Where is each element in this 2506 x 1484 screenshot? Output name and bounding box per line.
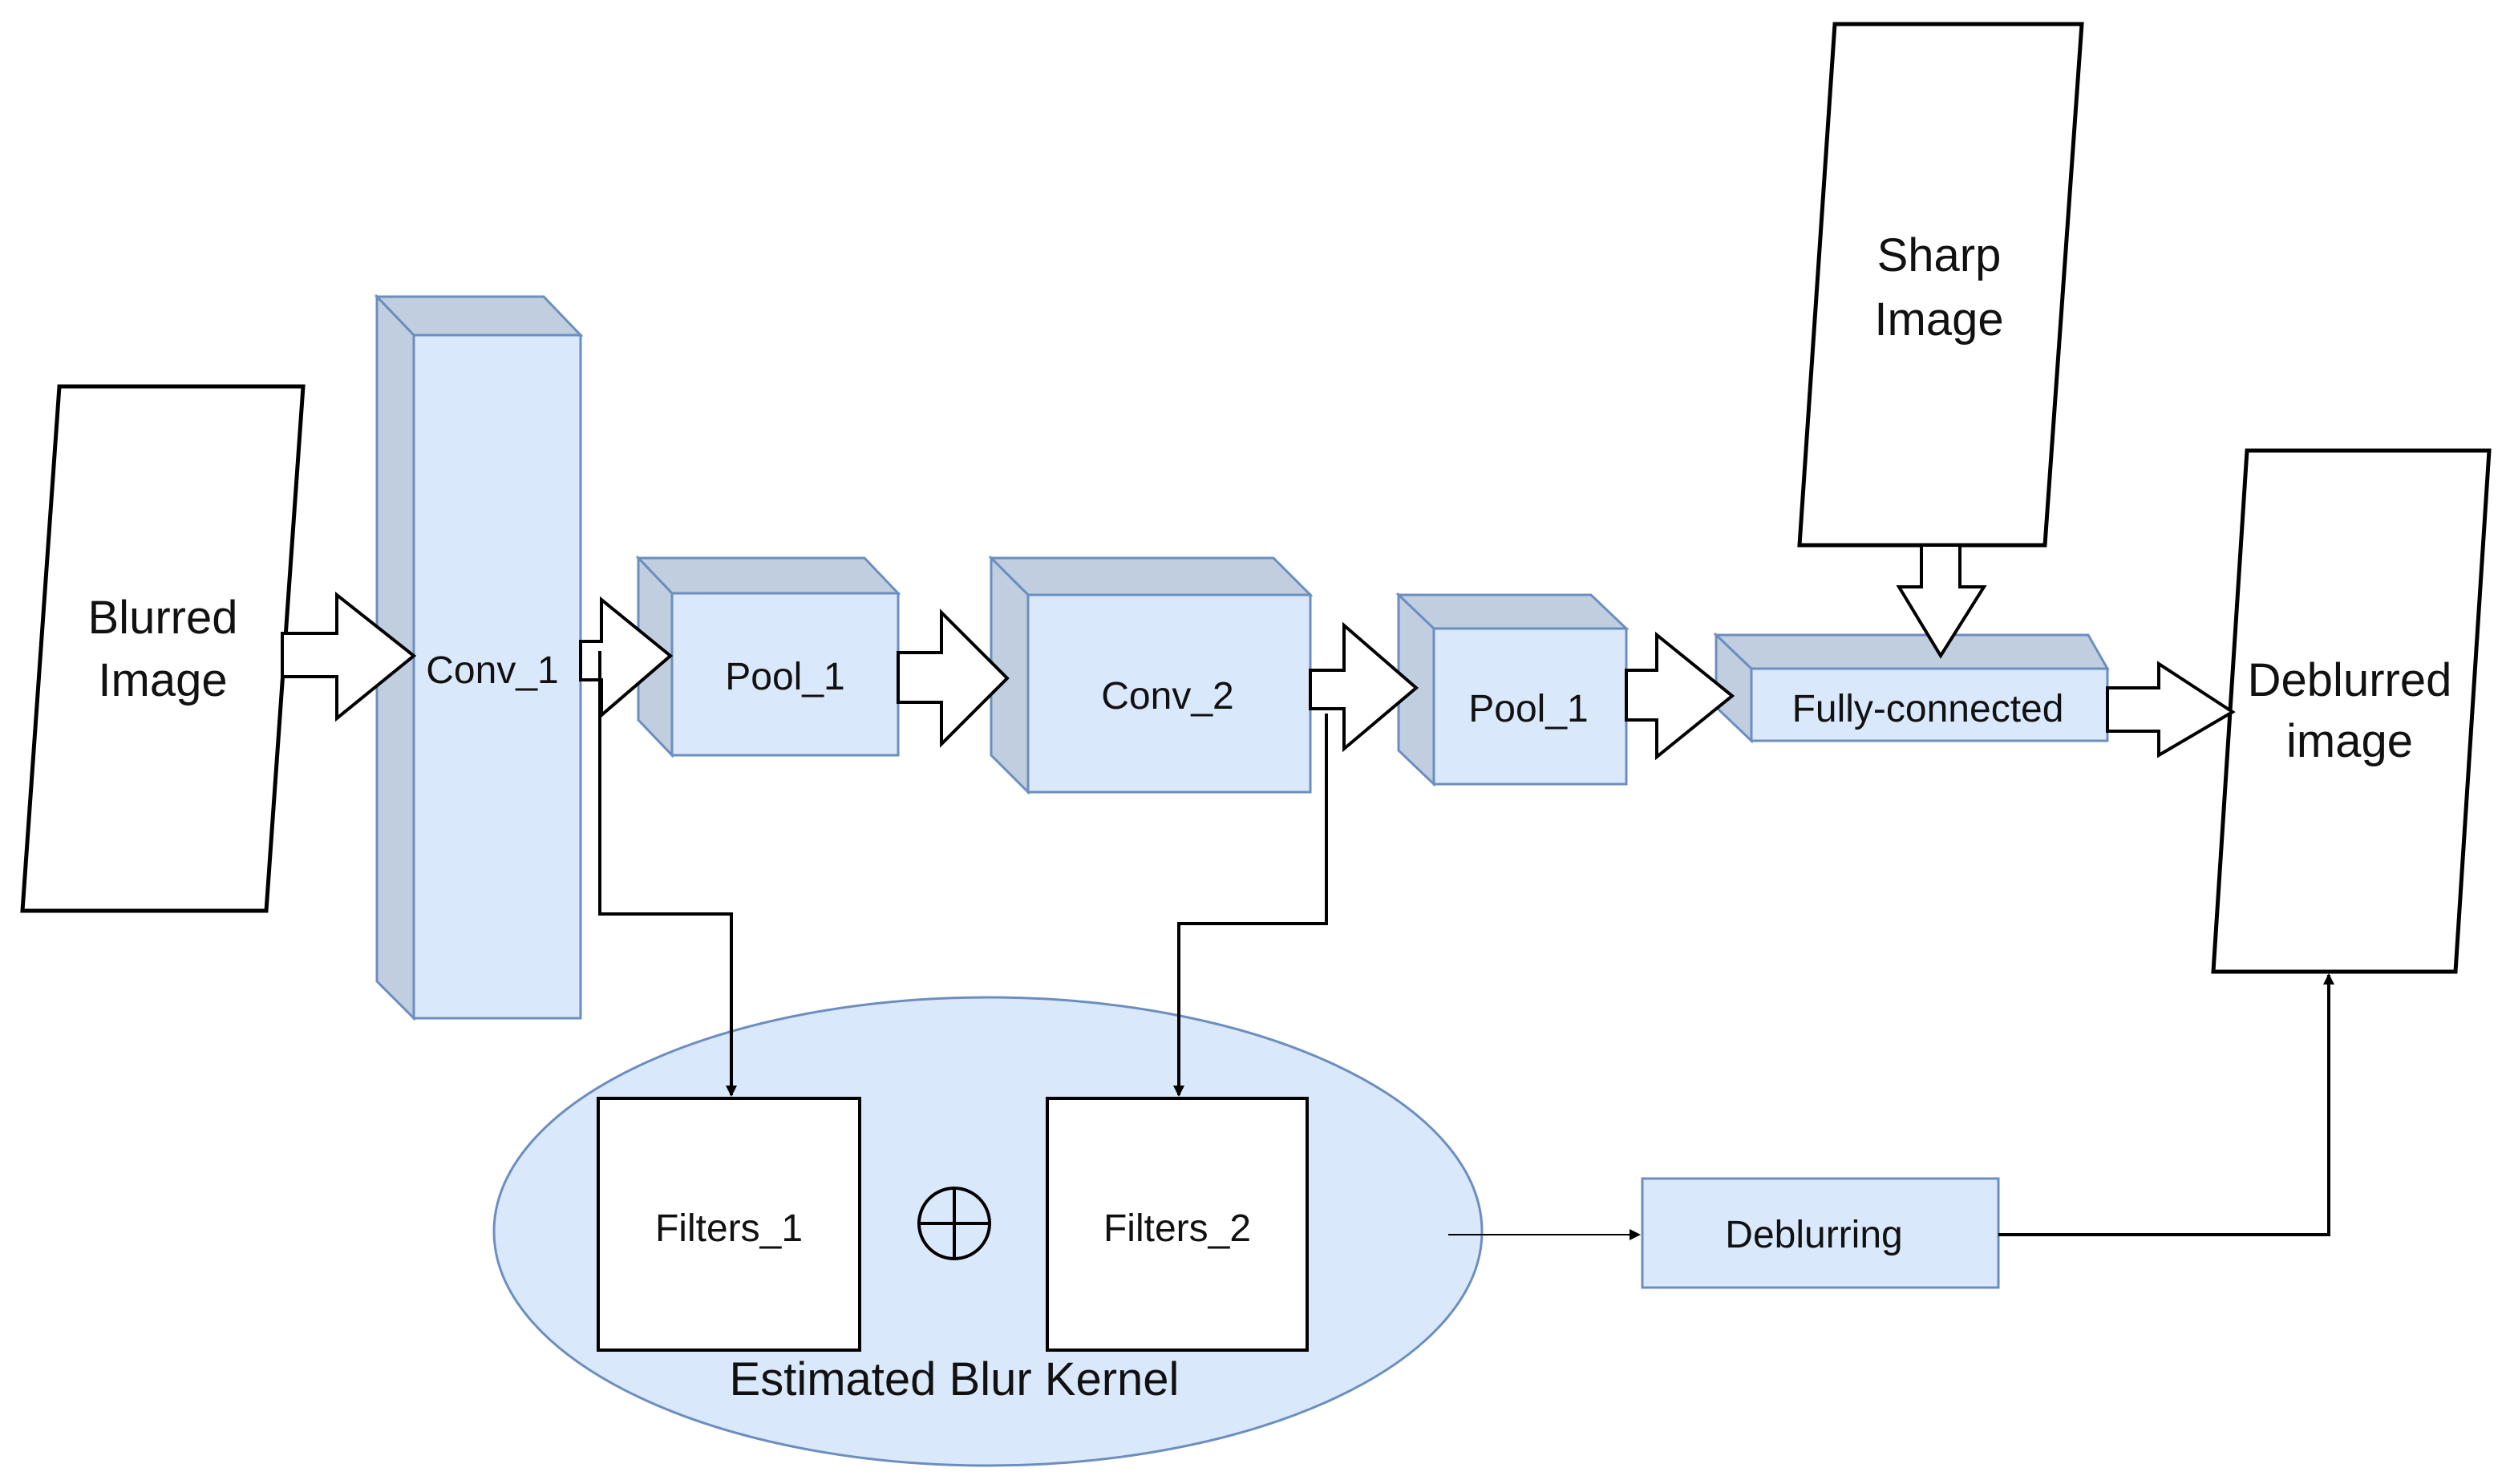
deblurred-image-node: Deblurred image [2211,448,2492,974]
connector-conv1-to-filters1 [598,651,737,1097]
conv-1-block: Conv_1 [374,293,584,1021]
blurred-image-node: Blurred Image [20,384,306,913]
connector-conv2-to-filters2 [1173,714,1328,1097]
conv-2-label: Conv_2 [1101,675,1233,718]
arrow-blurred-to-conv1 [281,591,417,722]
filters-2-label: Filters_2 [1103,1207,1251,1250]
pool-1-second-label: Pool_1 [1468,688,1588,730]
fully-connected-label: Fully-connected [1792,688,2064,730]
sharp-image-node: Sharp Image [1797,22,2084,548]
arrow-fc-to-deblurred [2106,661,2236,758]
conv-1-label: Conv_1 [426,649,558,692]
sharp-image-label-line2: Image [1874,293,2003,346]
flow-arrows [281,544,2236,761]
filters-1-label: Filters_1 [655,1207,803,1250]
deblurring-label: Deblurring [1725,1214,1902,1256]
pool-1-second-block: Pool_1 [1395,592,1630,787]
arrow-pool1-to-conv2 [897,609,1010,748]
arrow-pool1b-to-fc [1625,631,1735,761]
estimated-blur-kernel-group: Filters_1 Filters_2 Estimated Blur Kerne… [492,996,1484,1467]
fully-connected-block: Fully-connected [1713,632,2110,744]
arrow-conv1-to-pool1 [579,596,674,719]
deblurred-image-label-line1: Deblurred [2248,654,2452,706]
filters-1-box [597,1097,861,1352]
deblurred-image-label-line2: image [2286,715,2413,767]
conv-2-block: Conv_2 [988,555,1314,795]
deblurring-block: Deblurring [1641,1177,2000,1289]
filters-2-box [1046,1097,1309,1352]
sharp-image-label-line1: Sharp [1877,229,2002,281]
pool-1-first-label: Pool_1 [725,656,844,698]
oplus-icon [917,1187,991,1260]
arrow-sharp-to-fc [1896,544,1987,659]
estimated-blur-kernel-label: Estimated Blur Kernel [730,1353,1180,1405]
pool-1-first-block: Pool_1 [635,555,901,758]
connector-deblurring-to-deblurred [1998,973,2334,1236]
blurred-image-label-line1: Blurred [88,592,238,644]
blurred-image-label-line2: Image [98,654,227,706]
arrow-conv2-to-pool1b [1309,621,1419,753]
connectors [598,651,2334,1240]
